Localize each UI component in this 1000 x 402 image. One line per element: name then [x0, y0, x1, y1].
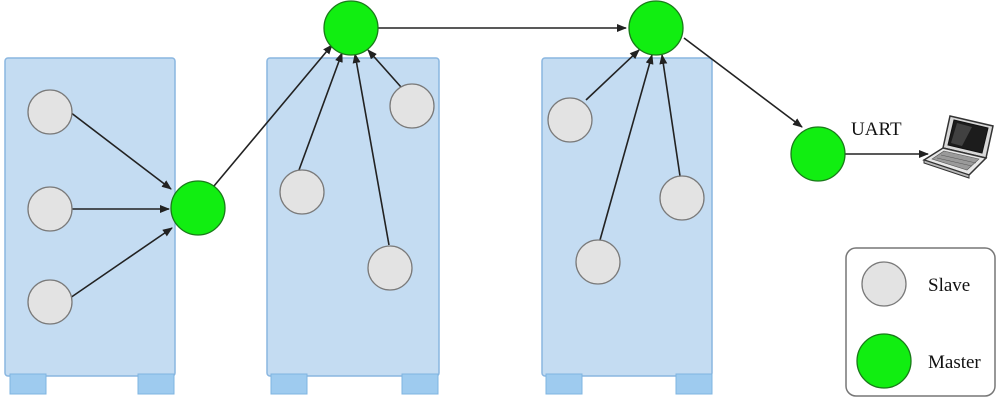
slave-node-3b	[575, 239, 621, 285]
legend: Slave Master	[845, 247, 996, 397]
slave-node-1c	[27, 279, 73, 325]
laptop-icon	[922, 115, 994, 179]
cabinet-2-foot-left	[270, 373, 308, 395]
arrow-slave-3c-to-master-c	[659, 54, 681, 177]
arrow-slave-1a-to-master-a	[69, 111, 172, 190]
arrow-master-c-to-gateway	[683, 37, 803, 128]
cabinet-3-foot-left	[545, 373, 583, 395]
master-node-c	[628, 0, 684, 56]
cabinet-3	[541, 57, 713, 395]
legend-master-label: Master	[928, 352, 981, 373]
arrow-slave-2a-to-master-b	[298, 52, 343, 171]
cabinet-1-foot-left	[9, 373, 47, 395]
legend-slave-swatch	[861, 261, 907, 307]
slave-node-1b	[27, 186, 73, 232]
slave-node-2a	[279, 169, 325, 215]
arrow-slave-3a-to-master-c	[585, 49, 640, 101]
slave-nodes	[27, 83, 705, 325]
arrow-slave-1c-to-master-a	[69, 227, 173, 299]
cabinet-3-body	[541, 57, 713, 377]
cabinet-2	[266, 57, 440, 395]
uart-label: UART	[851, 119, 902, 140]
arrow-master-a-to-master-b	[213, 44, 333, 187]
arrow-slave-2c-to-master-b	[367, 49, 402, 88]
arrow-slave-3b-to-master-c	[599, 54, 654, 241]
cabinet-1-foot-right	[137, 373, 175, 395]
cabinet-3-foot-right	[675, 373, 713, 395]
legend-master-swatch	[856, 333, 912, 389]
connections	[69, 24, 929, 299]
slave-node-2c	[367, 245, 413, 291]
legend-slave-label: Slave	[928, 275, 970, 296]
master-node-gateway	[790, 126, 846, 182]
slave-node-2b	[389, 83, 435, 129]
slave-node-1a	[27, 89, 73, 135]
master-node-b	[323, 0, 379, 56]
slave-node-3a	[547, 97, 593, 143]
arrow-slave-2b-to-master-b	[352, 53, 390, 246]
master-node-a	[170, 180, 226, 236]
master-nodes	[170, 0, 846, 236]
slave-node-3c	[659, 175, 705, 221]
cabinet-2-foot-right	[401, 373, 439, 395]
